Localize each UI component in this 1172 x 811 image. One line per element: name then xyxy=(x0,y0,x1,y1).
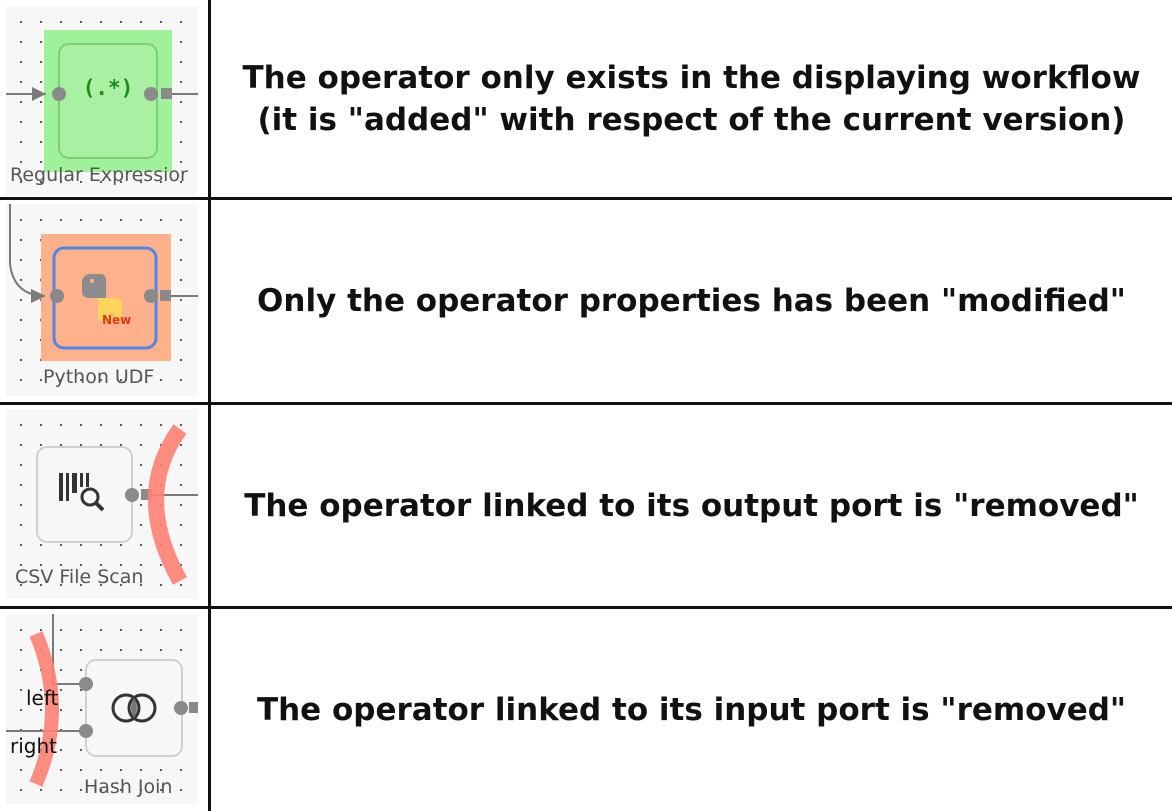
input-port[interactable] xyxy=(50,289,64,303)
removed-output-highlight xyxy=(148,424,187,585)
operator-label-python: Python UDF xyxy=(43,366,155,388)
left-input-port[interactable] xyxy=(79,677,93,691)
regex-operator-graphic xyxy=(6,30,198,172)
output-port[interactable] xyxy=(125,488,139,502)
regex-operator-box[interactable] xyxy=(58,43,158,159)
csv-scan-graphic xyxy=(36,424,198,585)
description-input-removed: The operator linked to its input port is… xyxy=(211,609,1172,811)
output-port-square xyxy=(189,702,198,713)
operator-label-hash-join: Hash Join xyxy=(84,776,173,798)
description-text: The operator linked to its output port i… xyxy=(244,487,1139,524)
right-input-port[interactable] xyxy=(79,724,93,738)
csv-scan-canvas: CSV File Scan xyxy=(6,409,198,599)
description-text: Only the operator properties has been "m… xyxy=(257,283,1126,319)
csv-scan-operator-box[interactable] xyxy=(36,446,133,543)
output-port[interactable] xyxy=(144,289,158,303)
description-added: The operator only exists in the displayi… xyxy=(211,0,1172,197)
python-icon xyxy=(82,274,122,322)
divider xyxy=(0,197,1172,200)
new-badge: New xyxy=(102,313,132,327)
operator-label-csv: CSV File Scan xyxy=(15,566,144,588)
operator-label-regex: Regular Expressior xyxy=(10,164,188,186)
description-output-removed: The operator linked to its output port i… xyxy=(211,405,1172,606)
divider xyxy=(0,606,1172,609)
input-arrow-icon xyxy=(31,289,46,303)
hash-join-graphic xyxy=(6,614,198,787)
output-port[interactable] xyxy=(174,701,188,715)
output-port-square xyxy=(161,88,172,99)
regex-operator-canvas: (.*) Regular Expressior xyxy=(6,6,198,196)
join-icon xyxy=(111,693,157,723)
python-udf-canvas: New Python UDF xyxy=(6,204,198,396)
removed-input-highlight xyxy=(29,631,59,787)
input-link-curve xyxy=(9,263,47,297)
column-divider xyxy=(208,0,211,811)
hash-join-canvas: left right Hash Join xyxy=(6,614,198,804)
input-arrow-icon xyxy=(32,87,46,101)
port-label-left: left xyxy=(26,686,59,710)
output-port[interactable] xyxy=(144,87,158,101)
output-port-square xyxy=(160,290,171,301)
divider xyxy=(0,402,1172,405)
description-text: The operator linked to its input port is… xyxy=(256,692,1127,728)
input-port[interactable] xyxy=(52,87,66,101)
description-modified: Only the operator properties has been "m… xyxy=(211,200,1172,402)
regex-icon: (.*) xyxy=(82,76,134,100)
output-port-square xyxy=(141,489,152,500)
barcode-search-icon xyxy=(59,473,105,512)
description-text: The operator only exists in the displayi… xyxy=(242,59,1141,138)
port-label-right: right xyxy=(10,734,57,758)
python-udf-graphic xyxy=(9,204,198,361)
